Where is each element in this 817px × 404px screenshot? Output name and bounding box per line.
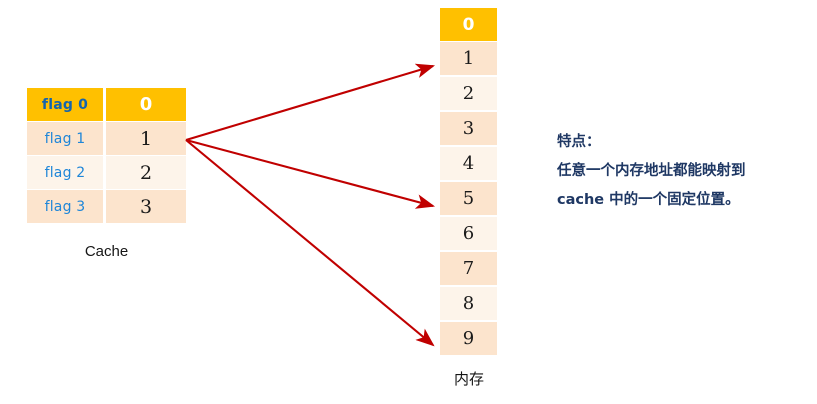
memory-cell-label: 3 xyxy=(462,118,475,139)
memory-row: 3 xyxy=(440,112,497,145)
memory-cell-label: 8 xyxy=(462,293,475,314)
cache-column-divider xyxy=(103,190,106,223)
note-line-2: 任意一个内存地址都能映射到 xyxy=(557,163,746,179)
cache-flag-cell: flag 3 xyxy=(27,190,103,223)
cache-row-header: flag 0 0 xyxy=(27,88,186,121)
cache-flag-label: flag 2 xyxy=(44,164,86,181)
cache-flag-label: flag 3 xyxy=(44,198,86,215)
cache-caption: Cache xyxy=(84,243,129,260)
cache-column-divider xyxy=(103,88,106,121)
cache-value-label: 0 xyxy=(139,94,153,115)
memory-row: 2 xyxy=(440,77,497,110)
note-line-3: cache 中的一个固定位置。 xyxy=(557,192,740,208)
cache-row: flag 2 2 xyxy=(27,156,186,189)
memory-cell-label: 6 xyxy=(462,223,475,244)
memory-row-header: 0 xyxy=(440,8,497,41)
memory-row: 6 xyxy=(440,217,497,250)
memory-row: 4 xyxy=(440,147,497,180)
cache-value-cell: 1 xyxy=(106,122,186,155)
memory-row: 1 xyxy=(440,42,497,75)
arrow-cache-to-memory-1 xyxy=(185,63,436,142)
cache-flag-cell: flag 1 xyxy=(27,122,103,155)
memory-caption: 内存 xyxy=(453,370,484,388)
cache-value-label: 2 xyxy=(139,161,153,184)
cache-value-cell: 0 xyxy=(106,88,186,121)
memory-row: 9 xyxy=(440,322,497,355)
memory-cell-label: 9 xyxy=(462,328,475,349)
cache-column-divider xyxy=(103,156,106,189)
memory-cell-label: 0 xyxy=(462,14,475,35)
memory-table: 0 1 2 3 4 5 6 7 8 9 xyxy=(440,8,497,358)
cache-flag-cell: flag 0 xyxy=(27,88,103,121)
cache-flag-cell: flag 2 xyxy=(27,156,103,189)
memory-row: 5 xyxy=(440,182,497,215)
cache-flag-label: flag 1 xyxy=(44,130,86,147)
cache-column-divider xyxy=(103,122,106,155)
memory-cell-label: 7 xyxy=(462,258,475,279)
cache-flag-label: flag 0 xyxy=(41,96,89,113)
note-text-block: 特点： 任意一个内存地址都能映射到 cache 中的一个固定位置。 xyxy=(557,128,807,215)
cache-table: flag 0 0 flag 1 1 flag 2 2 xyxy=(27,88,186,223)
cache-row: flag 3 3 xyxy=(27,190,186,223)
memory-cell-label: 2 xyxy=(462,83,475,104)
cache-value-label: 3 xyxy=(139,195,153,218)
arrow-cache-to-memory-5 xyxy=(185,138,436,209)
cache-value-label: 1 xyxy=(139,127,153,150)
arrow-cache-to-memory-9 xyxy=(185,139,435,347)
memory-cell-label: 5 xyxy=(462,188,475,209)
cache-row: flag 1 1 xyxy=(27,122,186,155)
memory-row: 8 xyxy=(440,287,497,320)
cache-value-cell: 2 xyxy=(106,156,186,189)
memory-row: 7 xyxy=(440,252,497,285)
memory-cell-label: 4 xyxy=(462,153,475,174)
memory-cell-label: 1 xyxy=(462,48,475,69)
note-line-1: 特点： xyxy=(557,134,601,150)
cache-value-cell: 3 xyxy=(106,190,186,223)
